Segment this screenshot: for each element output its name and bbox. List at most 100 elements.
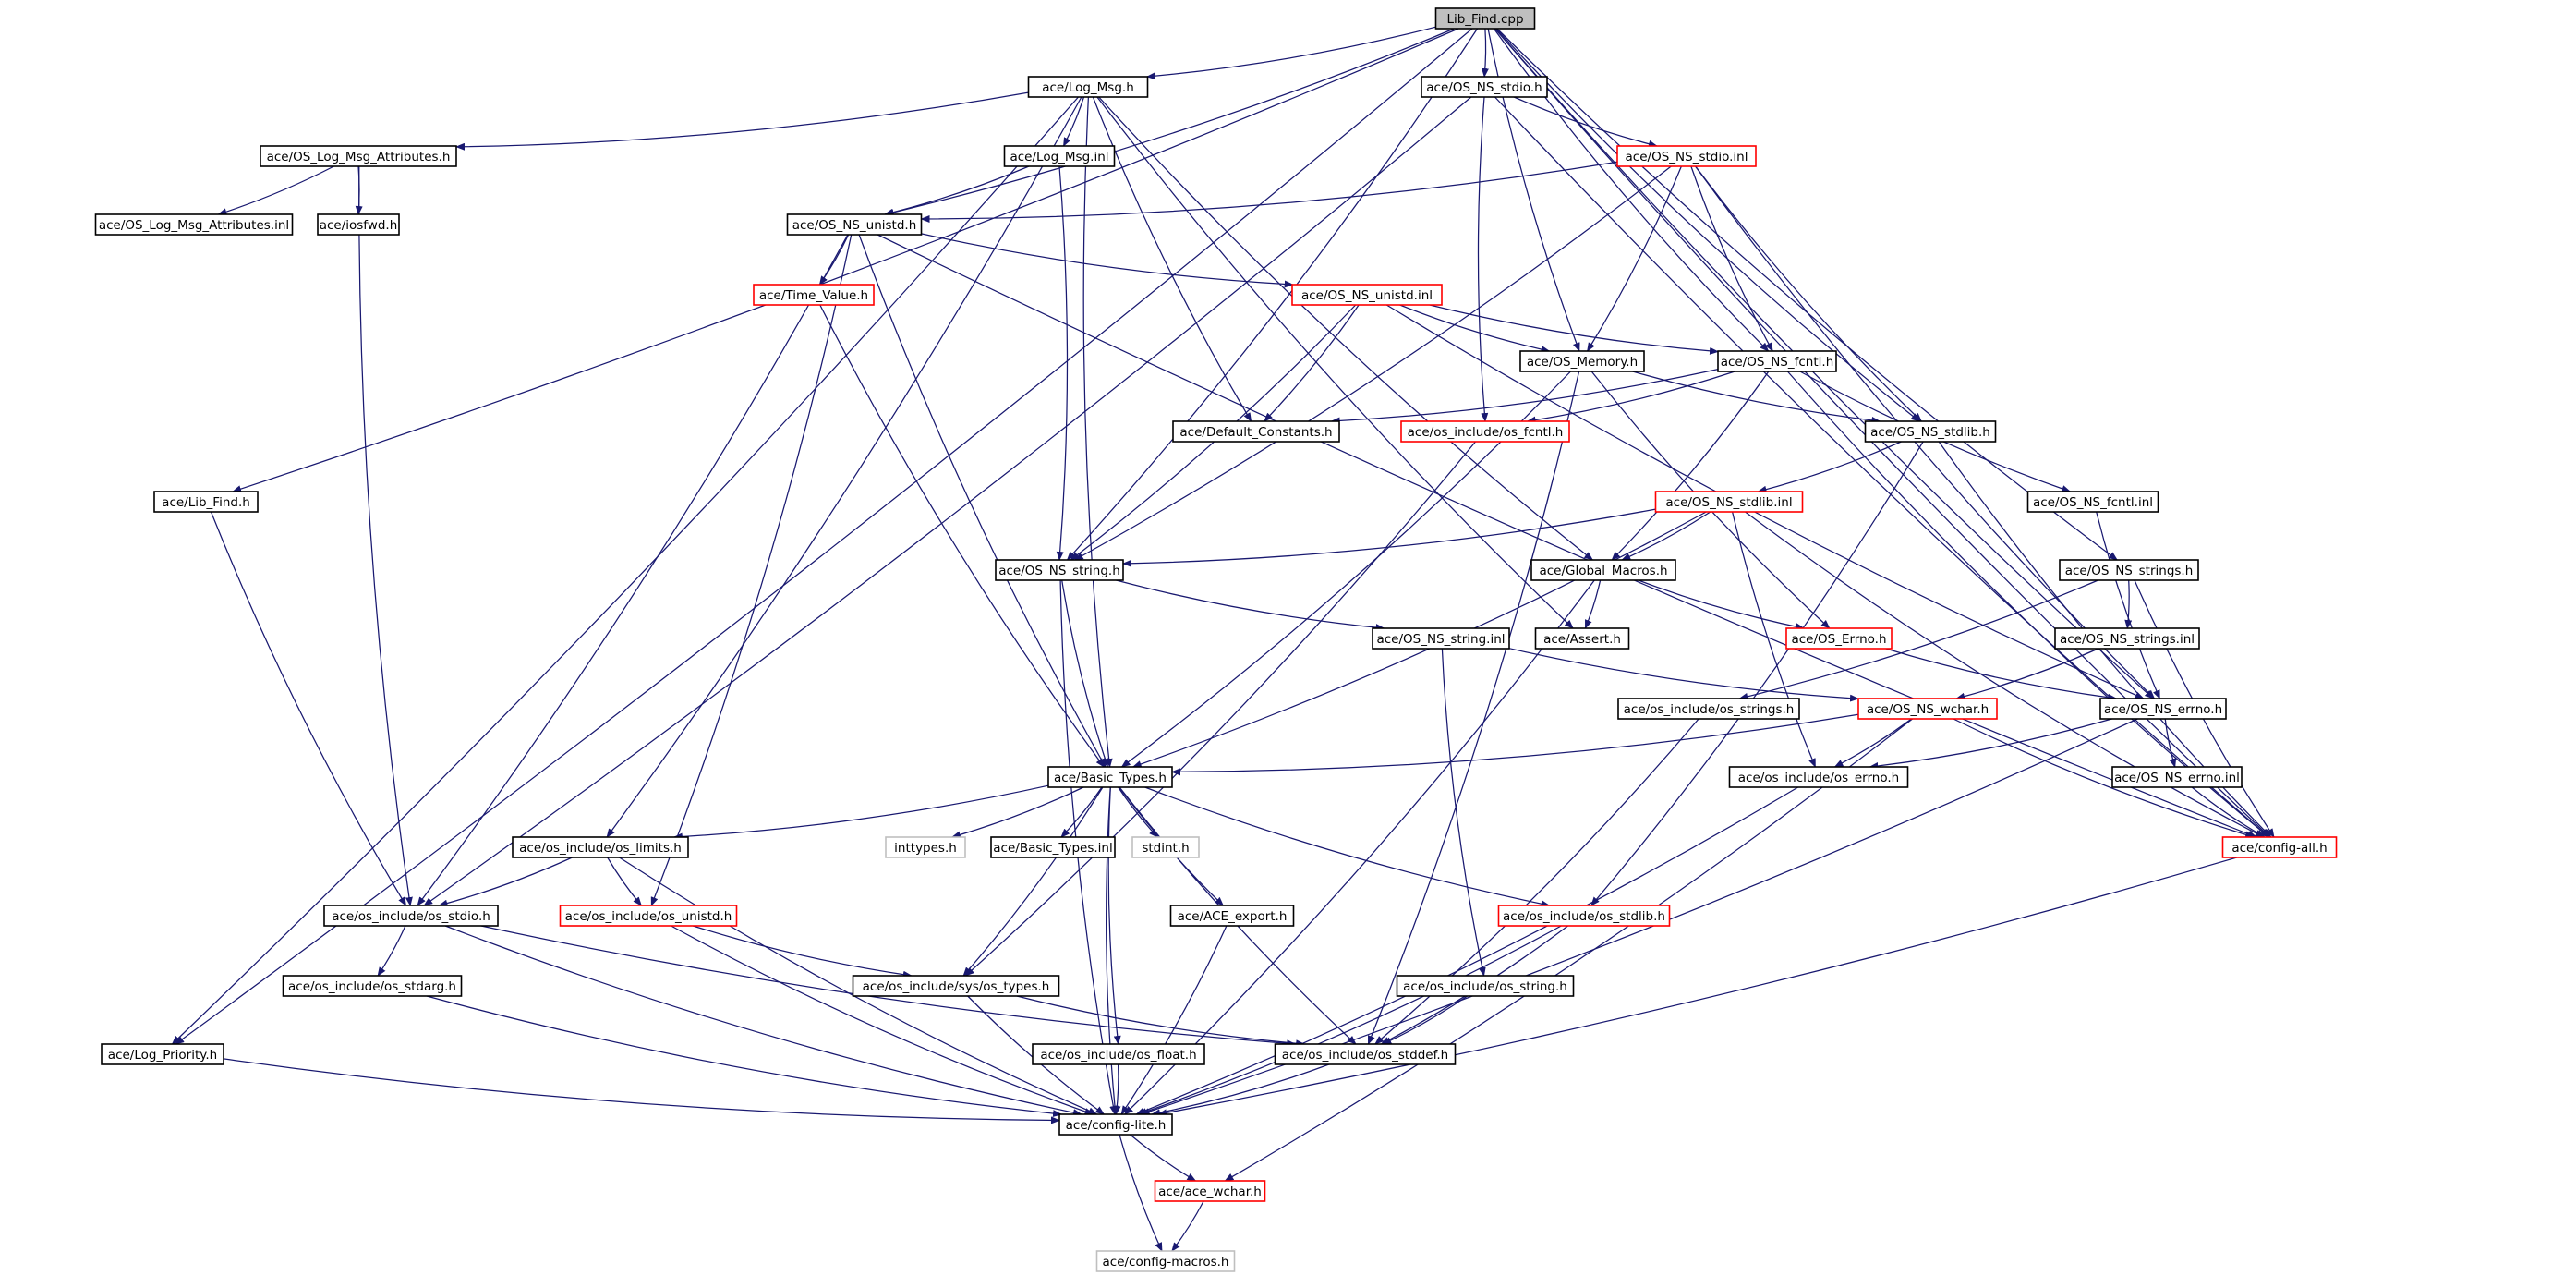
- node-iosfwd_h[interactable]: ace/iosfwd.h: [317, 213, 400, 236]
- edge-os_ns_fcntl_h-to-global_macros_h: [1611, 371, 1770, 561]
- node-config_all_h[interactable]: ace/config-all.h: [2221, 836, 2338, 858]
- node-box: [101, 1043, 224, 1065]
- node-os_ns_unistd_h[interactable]: ace/OS_NS_unistd.h: [786, 213, 923, 236]
- edge-os_ns_string_h-to-basic_types_h: [1061, 579, 1109, 768]
- node-os_include_os_stdarg_h[interactable]: ace/os_include/os_stdarg.h: [282, 975, 463, 997]
- node-os_ns_string_inl[interactable]: ace/OS_NS_string.inl: [1372, 627, 1510, 650]
- node-label: ace/os_include/os_stdlib.h: [1503, 909, 1665, 924]
- node-label: ace/ace_wchar.h: [1158, 1185, 1262, 1199]
- node-default_constants_h[interactable]: ace/Default_Constants.h: [1172, 420, 1340, 443]
- edge-log_msg_h-to-basic_types_h: [1082, 96, 1113, 768]
- node-config_macros_h[interactable]: ace/config-macros.h: [1095, 1250, 1236, 1272]
- node-lib_find_h[interactable]: ace/Lib_Find.h: [153, 491, 259, 513]
- node-assert_h[interactable]: ace/Assert.h: [1534, 627, 1630, 650]
- node-basic_types_h[interactable]: ace/Basic_Types.h: [1047, 766, 1173, 788]
- edge-os_ns_unistd_h-to-basic_types_h: [858, 234, 1107, 768]
- node-label: ace/os_include/os_stddef.h: [1282, 1048, 1448, 1063]
- node-box: [1169, 905, 1295, 927]
- node-os_include_os_stdlib_h[interactable]: ace/os_include/os_stdlib.h: [1497, 905, 1671, 927]
- node-box: [1027, 76, 1149, 98]
- node-os_include_os_unistd_h[interactable]: ace/os_include/os_unistd.h: [559, 905, 738, 927]
- node-os_include_os_stddef_h[interactable]: ace/os_include/os_stddef.h: [1274, 1043, 1457, 1065]
- node-box: [1154, 1180, 1266, 1202]
- node-box: [1396, 975, 1575, 997]
- edge-os_ns_stdlib_h-to-os_include_os_stdlib_h: [1590, 441, 1924, 906]
- node-box: [1058, 1113, 1173, 1136]
- node-label: ace/Log_Msg.inl: [1010, 150, 1108, 164]
- edges-layer: [171, 26, 2275, 1252]
- node-label: ace/OS_NS_stdio.inl: [1626, 150, 1748, 164]
- node-os_include_os_float_h[interactable]: ace/os_include/os_float.h: [1032, 1043, 1205, 1065]
- node-os_include_sys_os_types_h[interactable]: ace/os_include/sys/os_types.h: [852, 975, 1060, 997]
- node-inttypes_h[interactable]: inttypes.h: [885, 836, 966, 858]
- edge-os_ns_stdio_h-to-os_ns_stdio_inl: [1513, 96, 1658, 148]
- edge-global_macros_h-to-config_lite_h: [1123, 579, 1595, 1115]
- node-os_ns_errno_inl[interactable]: ace/OS_NS_errno.inl: [2111, 766, 2243, 788]
- node-os_ns_unistd_inl[interactable]: ace/OS_NS_unistd.inl: [1291, 284, 1443, 306]
- node-os_ns_errno_h[interactable]: ace/OS_NS_errno.h: [2099, 698, 2227, 720]
- node-os_memory_h[interactable]: ace/OS_Memory.h: [1519, 350, 1645, 372]
- node-os_ns_stdio_h[interactable]: ace/OS_NS_stdio.h: [1421, 76, 1548, 98]
- node-label: ace/Basic_Types.h: [1054, 771, 1167, 785]
- node-log_priority_h[interactable]: ace/Log_Priority.h: [101, 1043, 224, 1065]
- node-stdint_h[interactable]: stdint.h: [1131, 836, 1200, 858]
- node-os_ns_wchar_h[interactable]: ace/OS_NS_wchar.h: [1857, 698, 1998, 720]
- node-basic_types_inl[interactable]: ace/Basic_Types.inl: [990, 836, 1116, 858]
- node-label: ace/os_include/os_fcntl.h: [1408, 425, 1564, 440]
- edge-config_lite_h-to-ace_wchar_h: [1130, 1134, 1197, 1182]
- node-log_msg_inl[interactable]: ace/Log_Msg.inl: [1003, 145, 1116, 167]
- node-box: [1785, 627, 1893, 650]
- node-box: [1654, 491, 1804, 513]
- edge-basic_types_h-to-os_include_os_limits_h: [672, 784, 1049, 841]
- edge-log_msg_h-to-os_include_os_limits_h: [606, 96, 1082, 838]
- node-os_ns_stdlib_inl[interactable]: ace/OS_NS_stdlib.inl: [1654, 491, 1804, 513]
- edge-lib_find_cpp-to-os_ns_unistd_h: [884, 28, 1455, 216]
- node-os_include_os_stdio_h[interactable]: ace/os_include/os_stdio.h: [323, 905, 499, 927]
- node-label: ace/OS_NS_fcntl.h: [1721, 355, 1834, 370]
- node-ace_wchar_h[interactable]: ace/ace_wchar.h: [1154, 1180, 1266, 1202]
- node-os_ns_strings_inl[interactable]: ace/OS_NS_strings.inl: [2054, 627, 2200, 650]
- edge-log_msg_h-to-global_macros_h: [1098, 96, 1594, 561]
- node-os_include_os_limits_h[interactable]: ace/os_include/os_limits.h: [512, 836, 689, 858]
- node-os_include_os_errno_h[interactable]: ace/os_include/os_errno.h: [1728, 766, 1909, 788]
- node-box: [2026, 491, 2159, 513]
- node-box: [2059, 559, 2199, 581]
- node-os_include_os_fcntl_h[interactable]: ace/os_include/os_fcntl.h: [1400, 420, 1570, 443]
- edge-lib_find_cpp-to-log_msg_h: [1145, 26, 1436, 80]
- node-os_log_msg_attributes_h[interactable]: ace/OS_Log_Msg_Attributes.h: [260, 145, 457, 167]
- node-os_include_os_string_h[interactable]: ace/os_include/os_string.h: [1396, 975, 1575, 997]
- edge-os_ns_unistd_inl-to-os_memory_h: [1399, 304, 1551, 353]
- node-global_macros_h[interactable]: ace/Global_Macros.h: [1530, 559, 1676, 581]
- edge-os_ns_fcntl_h-to-default_constants_h: [1330, 368, 1719, 425]
- node-os_ns_stdlib_h[interactable]: ace/OS_NS_stdlib.h: [1864, 420, 1997, 443]
- node-log_msg_h[interactable]: ace/Log_Msg.h: [1027, 76, 1149, 98]
- node-os_ns_fcntl_inl[interactable]: ace/OS_NS_fcntl.inl: [2026, 491, 2159, 513]
- node-ace_export_h[interactable]: ace/ACE_export.h: [1169, 905, 1295, 927]
- edge-os_ns_wchar_h-to-config_all_h: [1953, 718, 2256, 839]
- edge-time_value_h-to-basic_types_h: [819, 304, 1105, 768]
- edge-os_memory_h-to-os_include_os_stddef_h: [1367, 371, 1580, 1045]
- node-label: ace/OS_NS_unistd.h: [792, 218, 917, 233]
- node-os_log_msg_attributes_inl[interactable]: ace/OS_Log_Msg_Attributes.inl: [94, 213, 294, 236]
- node-box: [1172, 420, 1340, 443]
- node-os_ns_strings_h[interactable]: ace/OS_NS_strings.h: [2059, 559, 2199, 581]
- edge-basic_types_h-to-stdint_h: [1118, 786, 1158, 838]
- node-time_value_h[interactable]: ace/Time_Value.h: [753, 284, 875, 306]
- edge-os_errno_h-to-os_ns_errno_h: [1885, 648, 2118, 701]
- edge-ace_wchar_h-to-config_macros_h: [1171, 1200, 1204, 1252]
- edge-os_log_msg_attributes_h-to-os_include_os_stdio_h: [358, 165, 413, 906]
- node-os_ns_fcntl_h[interactable]: ace/OS_NS_fcntl.h: [1717, 350, 1837, 372]
- node-os_ns_string_h[interactable]: ace/OS_NS_string.h: [995, 559, 1124, 581]
- node-os_include_os_strings_h[interactable]: ace/os_include/os_strings.h: [1617, 698, 1800, 720]
- node-os_ns_stdio_inl[interactable]: ace/OS_NS_stdio.inl: [1616, 145, 1757, 167]
- edge-os_ns_string_inl-to-os_ns_wchar_h: [1508, 648, 1859, 702]
- edge-os_include_os_fcntl_h-to-os_include_sys_os_types_h: [964, 441, 1476, 977]
- node-config_lite_h[interactable]: ace/config-lite.h: [1058, 1113, 1173, 1136]
- node-os_errno_h[interactable]: ace/OS_Errno.h: [1785, 627, 1893, 650]
- node-box: [1032, 1043, 1205, 1065]
- edge-os_ns_string_inl-to-os_include_os_string_h: [1441, 648, 1486, 977]
- node-label: ace/OS_NS_wchar.h: [1867, 702, 1989, 717]
- edge-os_ns_wchar_h-to-ace_wchar_h: [1224, 718, 1913, 1182]
- node-lib_find_cpp[interactable]: Lib_Find.cpp: [1434, 7, 1536, 30]
- edge-os_ns_stdlib_inl-to-config_all_h: [1745, 511, 2265, 838]
